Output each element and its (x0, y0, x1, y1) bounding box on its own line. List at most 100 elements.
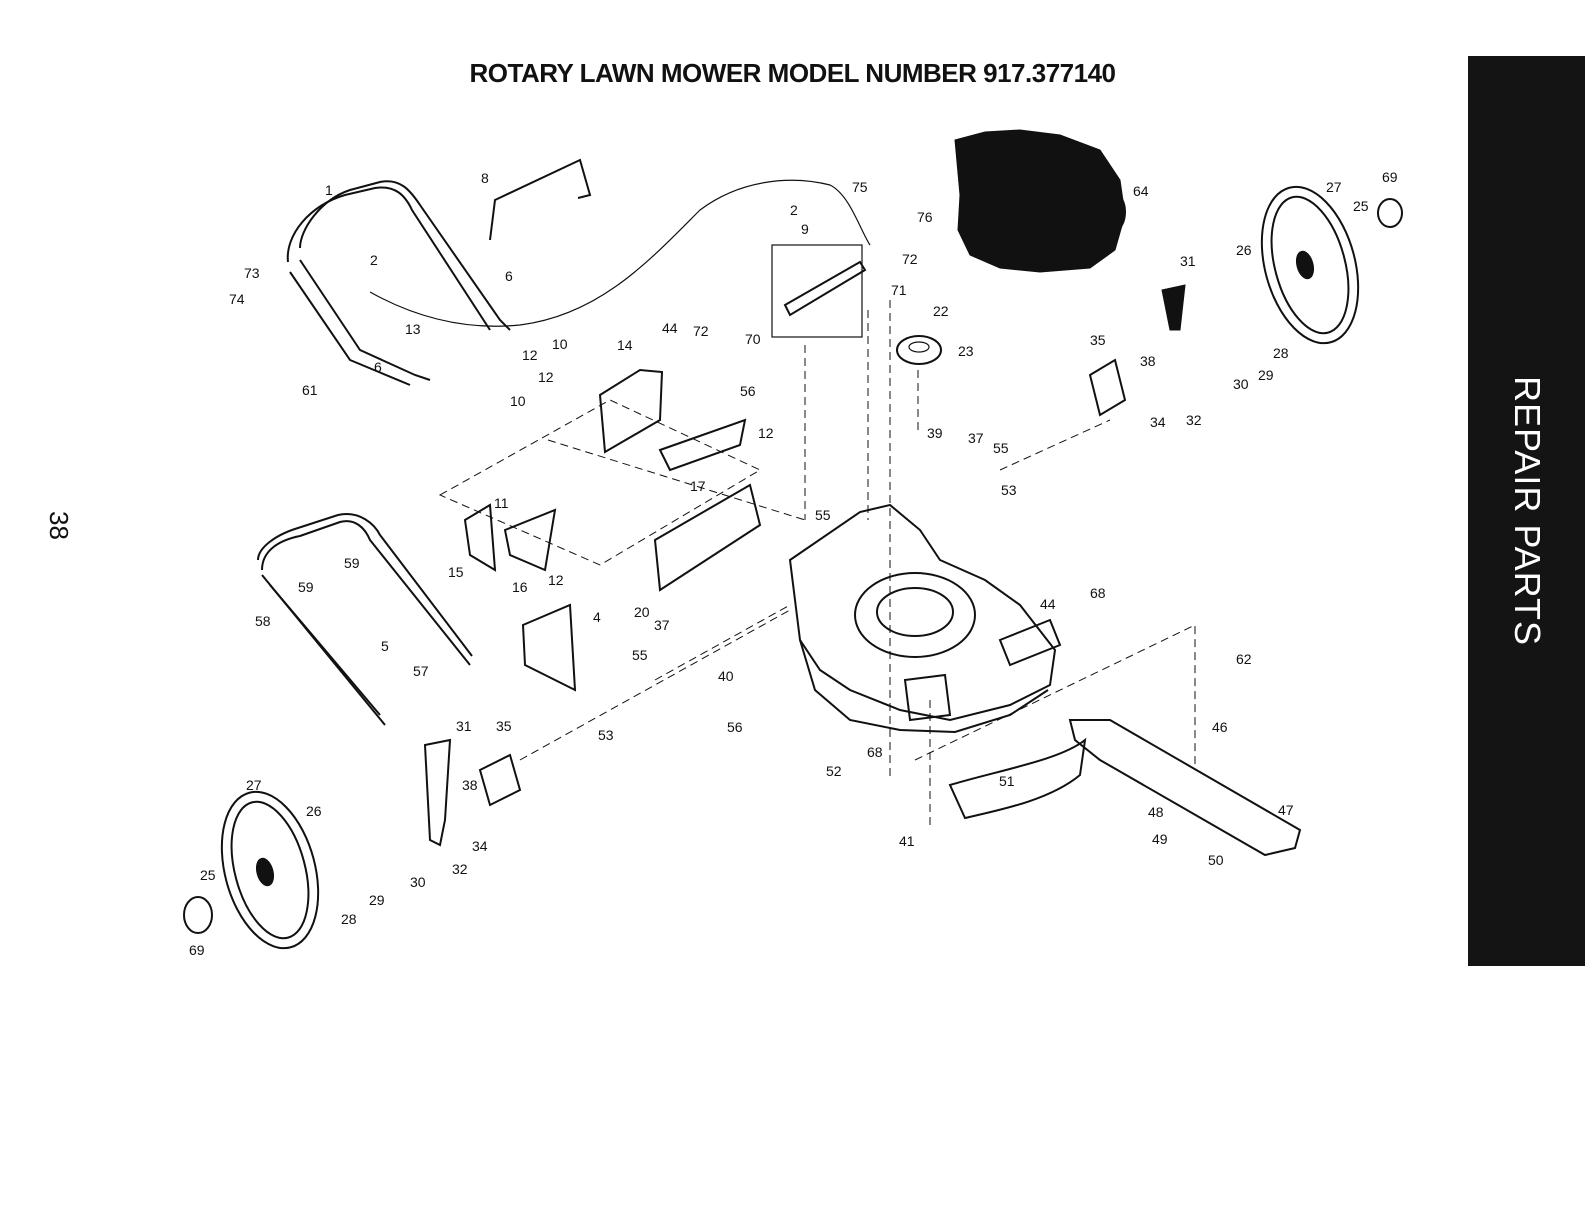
callout-40: 40 (718, 668, 734, 684)
drive-pulley-hub (908, 341, 930, 353)
callout-55: 55 (815, 507, 831, 523)
callout-69: 69 (189, 942, 205, 958)
callout-44: 44 (662, 320, 678, 336)
callout-56: 56 (740, 383, 756, 399)
callout-47: 47 (1278, 802, 1294, 818)
callout-37: 37 (968, 430, 984, 446)
bracket-16 (503, 508, 557, 572)
callout-76: 76 (917, 209, 933, 225)
hubcap-right (1377, 198, 1403, 228)
callout-37: 37 (654, 617, 670, 633)
callout-11: 11 (494, 495, 509, 511)
callout-9: 9 (801, 221, 809, 237)
assembly-line-2 (547, 439, 806, 521)
callout-74: 74 (229, 291, 245, 307)
callout-10: 10 (510, 393, 526, 409)
callout-59: 59 (298, 579, 314, 595)
callout-26: 26 (306, 803, 322, 819)
callout-50: 50 (1208, 852, 1224, 868)
callout-35: 35 (496, 718, 512, 734)
assembly-line-10 (914, 624, 1196, 770)
callout-25: 25 (200, 867, 216, 883)
callout-73: 73 (244, 265, 260, 281)
callout-29: 29 (1258, 367, 1274, 383)
height-adjuster-right (1161, 284, 1186, 331)
callout-5: 5 (381, 638, 389, 654)
callout-69: 69 (1382, 169, 1398, 185)
callout-55: 55 (993, 440, 1009, 456)
control-lever (783, 260, 867, 317)
hubcap-left (183, 896, 213, 934)
callout-15: 15 (448, 564, 464, 580)
callout-51: 51 (999, 773, 1015, 789)
callout-6: 6 (505, 268, 513, 284)
right-wheel (1260, 185, 1360, 345)
callout-56: 56 (727, 719, 743, 735)
callout-72: 72 (693, 323, 709, 339)
callout-44: 44 (1040, 596, 1056, 612)
callout-12: 12 (758, 425, 774, 441)
callout-16: 16 (512, 579, 528, 595)
callout-20: 20 (634, 604, 650, 620)
callout-22: 22 (933, 303, 949, 319)
callout-10: 10 (552, 336, 568, 352)
assembly-line-1 (438, 399, 762, 566)
engine (954, 129, 1126, 273)
blade (1068, 719, 1302, 857)
callout-34: 34 (1150, 414, 1166, 430)
axle-bracket-right (1088, 358, 1127, 417)
bracket-15 (463, 503, 497, 572)
callout-6: 6 (374, 359, 382, 375)
callout-2: 2 (790, 202, 798, 218)
diagram-title: ROTARY LAWN MOWER MODEL NUMBER 917.37714… (469, 58, 1117, 88)
callout-70: 70 (745, 331, 761, 347)
control-box-frame (771, 244, 863, 338)
callout-68: 68 (1090, 585, 1106, 601)
assembly-line-9 (999, 419, 1111, 471)
callout-59: 59 (344, 555, 360, 571)
callout-71: 71 (891, 282, 907, 298)
callout-12: 12 (548, 572, 564, 588)
callout-61: 61 (302, 382, 318, 398)
callout-34: 34 (472, 838, 488, 854)
belt-guard (948, 737, 1087, 820)
callout-29: 29 (369, 892, 385, 908)
callout-32: 32 (452, 861, 468, 877)
callout-39: 39 (927, 425, 943, 441)
callout-31: 31 (456, 718, 472, 734)
callout-2: 2 (370, 252, 378, 268)
callout-13: 13 (405, 321, 421, 337)
callout-25: 25 (1353, 198, 1369, 214)
callout-68: 68 (867, 744, 883, 760)
callout-30: 30 (1233, 376, 1249, 392)
callout-23: 23 (958, 343, 974, 359)
callout-57: 57 (413, 663, 429, 679)
callout-14: 14 (617, 337, 633, 353)
callout-26: 26 (1236, 242, 1252, 258)
callout-46: 46 (1212, 719, 1228, 735)
callout-41: 41 (899, 833, 915, 849)
callout-48: 48 (1148, 804, 1164, 820)
engine-pulley (1104, 193, 1126, 231)
callout-30: 30 (410, 874, 426, 890)
callout-64: 64 (1133, 183, 1149, 199)
callout-4: 4 (593, 609, 601, 625)
callout-72: 72 (902, 251, 918, 267)
lower-handle (257, 513, 473, 726)
callout-1: 1 (325, 182, 333, 198)
left-wheel (220, 790, 320, 950)
control-cable (369, 179, 871, 327)
drive-pulley (896, 335, 942, 365)
callout-62: 62 (1236, 651, 1252, 667)
control-bail (489, 158, 592, 241)
callout-38: 38 (1140, 353, 1156, 369)
bracket-14 (598, 368, 664, 454)
callout-28: 28 (341, 911, 357, 927)
callout-31: 31 (1180, 253, 1196, 269)
callout-58: 58 (255, 613, 271, 629)
bracket-17 (658, 418, 747, 472)
callout-75: 75 (852, 179, 868, 195)
callout-52: 52 (826, 763, 842, 779)
callout-labels: 1 2 2 4 5 6 6 8 9 10 10 11 12 12 12 12 1… (189, 169, 1398, 958)
